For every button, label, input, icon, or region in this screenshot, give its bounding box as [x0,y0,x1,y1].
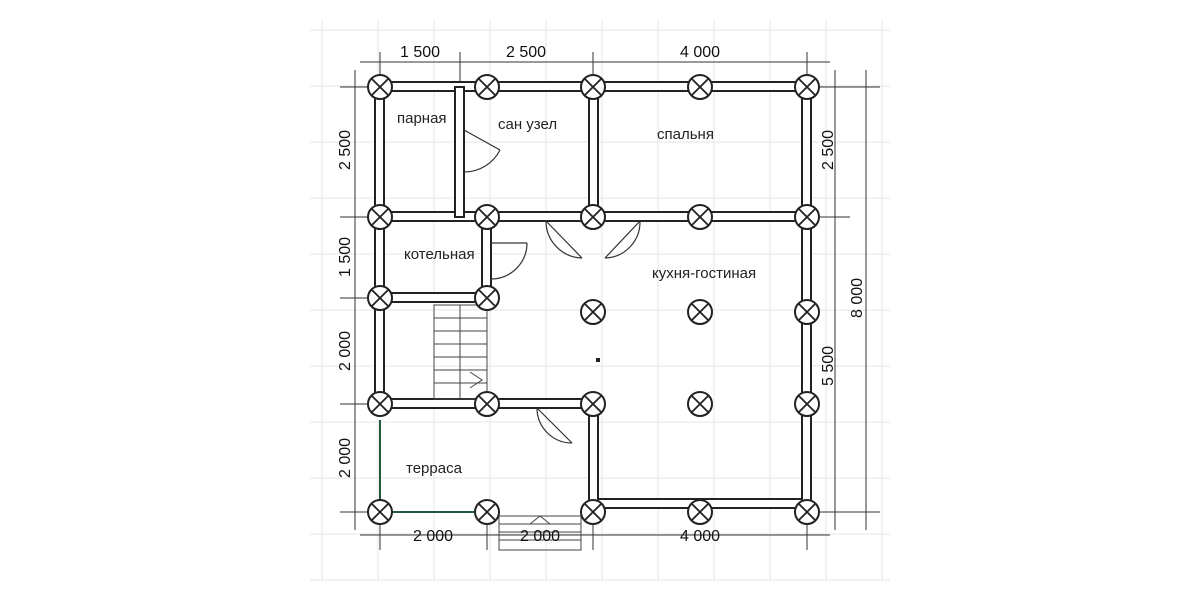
walls [374,81,812,513]
column-marker [367,204,393,230]
column-marker [367,74,393,100]
terrace-outline [379,420,475,513]
dimension-bottom-1: 2 000 [413,528,453,545]
column-marker [687,74,713,100]
column-marker [474,74,500,100]
column-marker [474,204,500,230]
staircase [433,304,488,400]
column-marker [687,499,713,525]
dimension-top-2: 2 500 [506,44,546,61]
dimension-left-3: 2 000 [337,331,354,371]
porch-steps [498,515,582,551]
column-marker [580,499,606,525]
column-marker [794,391,820,417]
column-marker [580,74,606,100]
dimension-right-2: 5 500 [820,346,837,386]
room-label-parnaya: парная [397,110,447,127]
column-marker [474,499,500,525]
column-marker [367,285,393,311]
column-marker [580,299,606,325]
column-marker [580,204,606,230]
room-label-kotelnaya: котельная [404,246,475,263]
column-marker [794,204,820,230]
column-marker [794,499,820,525]
dimension-top-1: 1 500 [400,44,440,61]
column-marker [794,74,820,100]
doors [463,129,641,444]
dimension-bottom-3: 4 000 [680,528,720,545]
room-label-terrasa: терраса [406,460,463,477]
room-label-spalnya: спальня [657,126,714,143]
dimension-top-3: 4 000 [680,44,720,61]
columns [367,74,820,525]
column-marker [794,299,820,325]
dimension-bottom-2: 2 000 [520,528,560,545]
column-marker [474,285,500,311]
column-marker [687,299,713,325]
column-marker [474,391,500,417]
dimension-lines [340,52,880,550]
column-marker [687,391,713,417]
column-marker [367,499,393,525]
room-label-san-uzel: сан узел [498,116,557,133]
dimension-left-1: 2 500 [337,130,354,170]
dimension-right-total: 8 000 [849,278,866,318]
room-label-kuhnya-gostinaya: кухня-гостиная [652,265,756,282]
column-marker [687,204,713,230]
column-marker [367,391,393,417]
dimension-right-1: 2 500 [820,130,837,170]
column-marker [580,391,606,417]
dimension-left-2: 1 500 [337,237,354,277]
dimension-left-4: 2 000 [337,438,354,478]
